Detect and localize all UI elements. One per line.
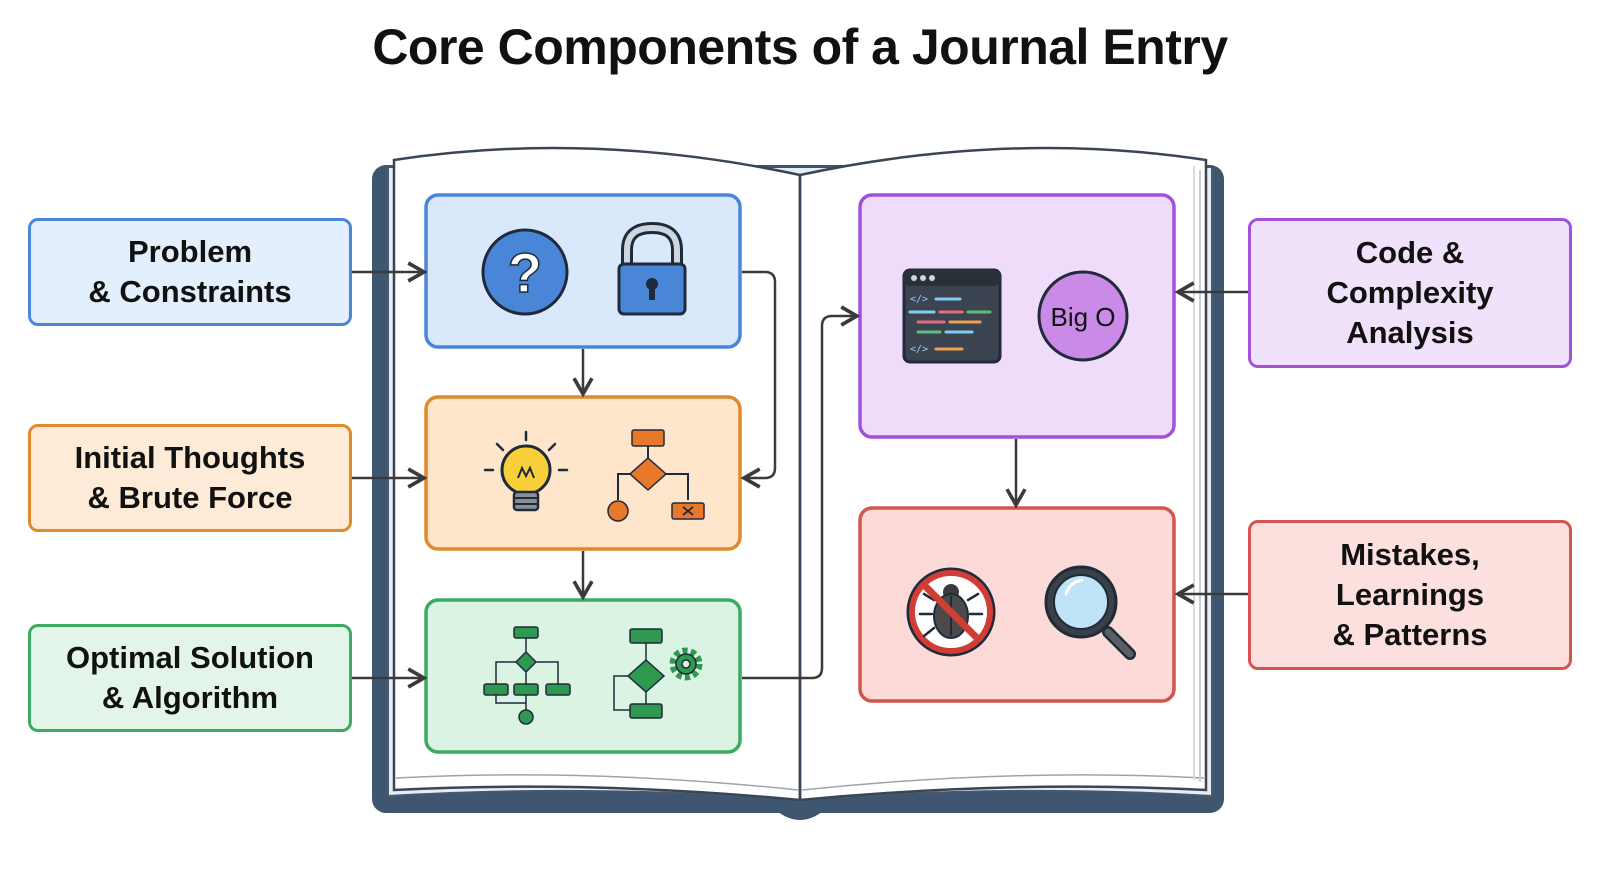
arrow-card1-card2-side <box>740 270 777 489</box>
lock-icon <box>617 221 687 316</box>
label-line: Learnings <box>1335 577 1485 612</box>
label-line: Complexity <box>1326 275 1494 310</box>
label-line: Initial Thoughts <box>74 440 306 475</box>
code-window-icon: </> </> <box>902 268 1002 364</box>
label-mistakes-learnings: Mistakes, Learnings & Patterns <box>1248 520 1572 670</box>
no-bug-icon <box>906 567 996 657</box>
label-initial-thoughts: Initial Thoughts & Brute Force <box>28 424 352 532</box>
label-problem-constraints: Problem & Constraints <box>28 218 352 326</box>
label-line: & Algorithm <box>101 680 279 715</box>
big-o-label: Big O <box>1050 302 1115 332</box>
magnifier-icon <box>1044 565 1136 660</box>
connectors <box>352 261 1248 689</box>
question-icon: ? <box>481 228 569 316</box>
big-o-icon: Big O <box>1037 270 1129 362</box>
svg-text:?: ? <box>508 241 542 304</box>
label-line: Analysis <box>1346 315 1474 350</box>
label-line: Problem <box>127 234 253 269</box>
process-gear-icon <box>613 628 703 719</box>
label-optimal-solution: Optimal Solution & Algorithm <box>28 624 352 732</box>
label-line: & Patterns <box>1332 617 1488 652</box>
svg-text:</>: </> <box>910 344 928 355</box>
label-line: Optimal Solution <box>66 640 314 675</box>
label-line: Code & <box>1355 235 1465 270</box>
svg-text:</>: </> <box>910 294 928 305</box>
card-mistakes <box>858 506 1176 703</box>
card-optimal-solution <box>424 598 742 754</box>
page-title: Core Components of a Journal Entry <box>372 19 1228 75</box>
label-line: Mistakes, <box>1340 537 1480 572</box>
label-code-complexity: Code & Complexity Analysis <box>1248 218 1572 368</box>
lightbulb-icon <box>483 430 569 512</box>
arrow-card3-card4 <box>742 305 861 680</box>
card-problem <box>424 193 742 349</box>
label-line: & Constraints <box>88 274 292 309</box>
flowchart-icon <box>607 429 705 522</box>
card-initial-thoughts <box>424 395 742 551</box>
label-line: & Brute Force <box>87 480 293 515</box>
algorithm-tree-icon <box>483 626 571 725</box>
